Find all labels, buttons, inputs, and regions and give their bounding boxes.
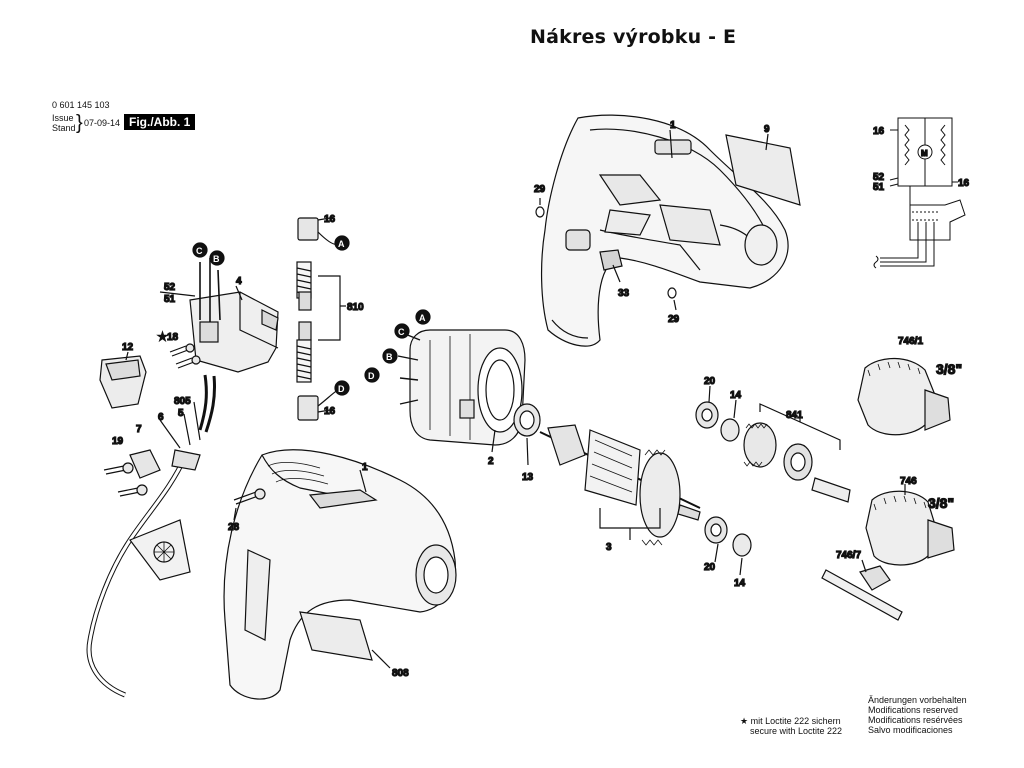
chuck-746-1: [857, 357, 951, 436]
screws-19: [103, 462, 148, 497]
callout-16b: 16: [324, 406, 336, 417]
motor-symbol: M: [921, 149, 928, 158]
screw-28: [233, 488, 266, 521]
housing-half-top: [540, 114, 789, 347]
callout-7: 7: [136, 424, 142, 435]
part-number: 0 601 145 103: [52, 100, 110, 110]
screws-18: [169, 343, 201, 369]
loctite-note: ★ mit Loctite 222 sichern secure with Lo…: [740, 716, 842, 736]
marker-D-label: D: [338, 384, 345, 394]
callout-3: 3: [606, 542, 612, 553]
callout-746-1: 746/1: [898, 336, 923, 347]
marker-D-field: D: [364, 367, 380, 383]
marker-D-mid: D: [334, 380, 350, 396]
bearing-13: [513, 403, 541, 466]
callout-810: 810: [347, 302, 364, 313]
chuck-size-1: 3/8": [936, 361, 962, 377]
callout-746: 746: [900, 476, 917, 487]
clamp-7: [129, 449, 161, 479]
marker-A-field: A: [415, 309, 431, 325]
callout-1-top: 1: [670, 120, 676, 131]
modifications-note: Änderungen vorbehalten Modifications res…: [868, 695, 967, 735]
figure-label: Fig./Abb. 1: [124, 114, 196, 130]
gearbox-841: [743, 403, 851, 503]
mod-note-es: Salvo modificaciones: [868, 725, 953, 735]
marker-C-field-label: C: [398, 327, 405, 337]
callout-1-main: 1: [362, 462, 368, 473]
field-coil: [397, 329, 526, 453]
callout-16a: 16: [324, 214, 336, 225]
plate-top: [725, 134, 801, 206]
switch-assembly: [159, 258, 279, 433]
mod-note-en: Modifications reserved: [868, 705, 959, 715]
power-cord: [86, 449, 201, 698]
issue-date: 07-09-14: [84, 118, 121, 128]
callout-2: 2: [488, 456, 494, 467]
callout-14a: 14: [730, 390, 742, 401]
issue-label: Issue: [52, 113, 74, 123]
callout-746-7: 746/7: [836, 550, 861, 561]
chuck-746: [865, 484, 955, 566]
callout-33: 33: [618, 288, 630, 299]
rings-20-14: [695, 385, 752, 576]
callout-20a: 20: [704, 376, 716, 387]
marker-B-switch: B: [209, 250, 225, 266]
bracket-glyph: }: [76, 112, 83, 134]
marker-B-label: B: [213, 254, 220, 264]
sch-callout-16b: 16: [958, 178, 970, 189]
callout-5: 5: [178, 408, 184, 419]
callout-28: 28: [228, 522, 240, 533]
callout-51: 51: [164, 294, 176, 305]
marker-A-field-label: A: [419, 313, 426, 323]
carbon-brushes: [296, 217, 346, 421]
loctite-note-en: secure with Loctite 222: [750, 726, 843, 736]
callout-4: 4: [236, 276, 242, 287]
chuck-size-2: 3/8": [928, 495, 954, 511]
loctite-note-de: mit Loctite 222 sichern: [750, 716, 841, 726]
sch-callout-51: 51: [873, 182, 885, 193]
sch-callout-16a: 16: [873, 126, 885, 137]
callout-13: 13: [522, 472, 534, 483]
page-title: Nákres výrobku - E: [530, 26, 737, 48]
callout-20b: 20: [704, 562, 716, 573]
callout-star-18: ★18: [158, 332, 179, 343]
callout-19: 19: [112, 436, 124, 447]
callout-805: 805: [174, 396, 191, 407]
marker-B-field-label: B: [386, 352, 393, 362]
marker-A-top: A: [334, 235, 350, 251]
marker-C-field: C: [394, 323, 410, 339]
wiring-schematic: [873, 117, 966, 269]
callout-29b: 29: [668, 314, 680, 325]
callout-841: 841: [786, 410, 803, 421]
callout-808: 808: [392, 668, 409, 679]
marker-C-switch: C: [192, 242, 208, 258]
screw-ring-29b: [667, 287, 677, 299]
marker-A-label: A: [338, 239, 345, 249]
housing-main: [223, 449, 457, 700]
callout-29a: 29: [534, 184, 546, 195]
callout-52: 52: [164, 282, 176, 293]
chuck-key-746-7: [821, 559, 903, 621]
marker-D-field-label: D: [368, 371, 375, 381]
marker-B-field: B: [382, 348, 398, 364]
sch-callout-52: 52: [873, 172, 885, 183]
mod-note-fr: Modifications resérvées: [868, 715, 963, 725]
armature: [539, 424, 701, 546]
mod-note-de: Änderungen vorbehalten: [868, 695, 967, 705]
callout-9: 9: [764, 124, 770, 135]
callout-12: 12: [122, 342, 134, 353]
marker-C-label: C: [196, 246, 203, 256]
callout-6: 6: [158, 412, 164, 423]
screw-ring-29a: [535, 206, 545, 218]
callout-14b: 14: [734, 578, 746, 589]
stand-label: Stand: [52, 123, 76, 133]
star-icon: ★: [740, 716, 751, 726]
